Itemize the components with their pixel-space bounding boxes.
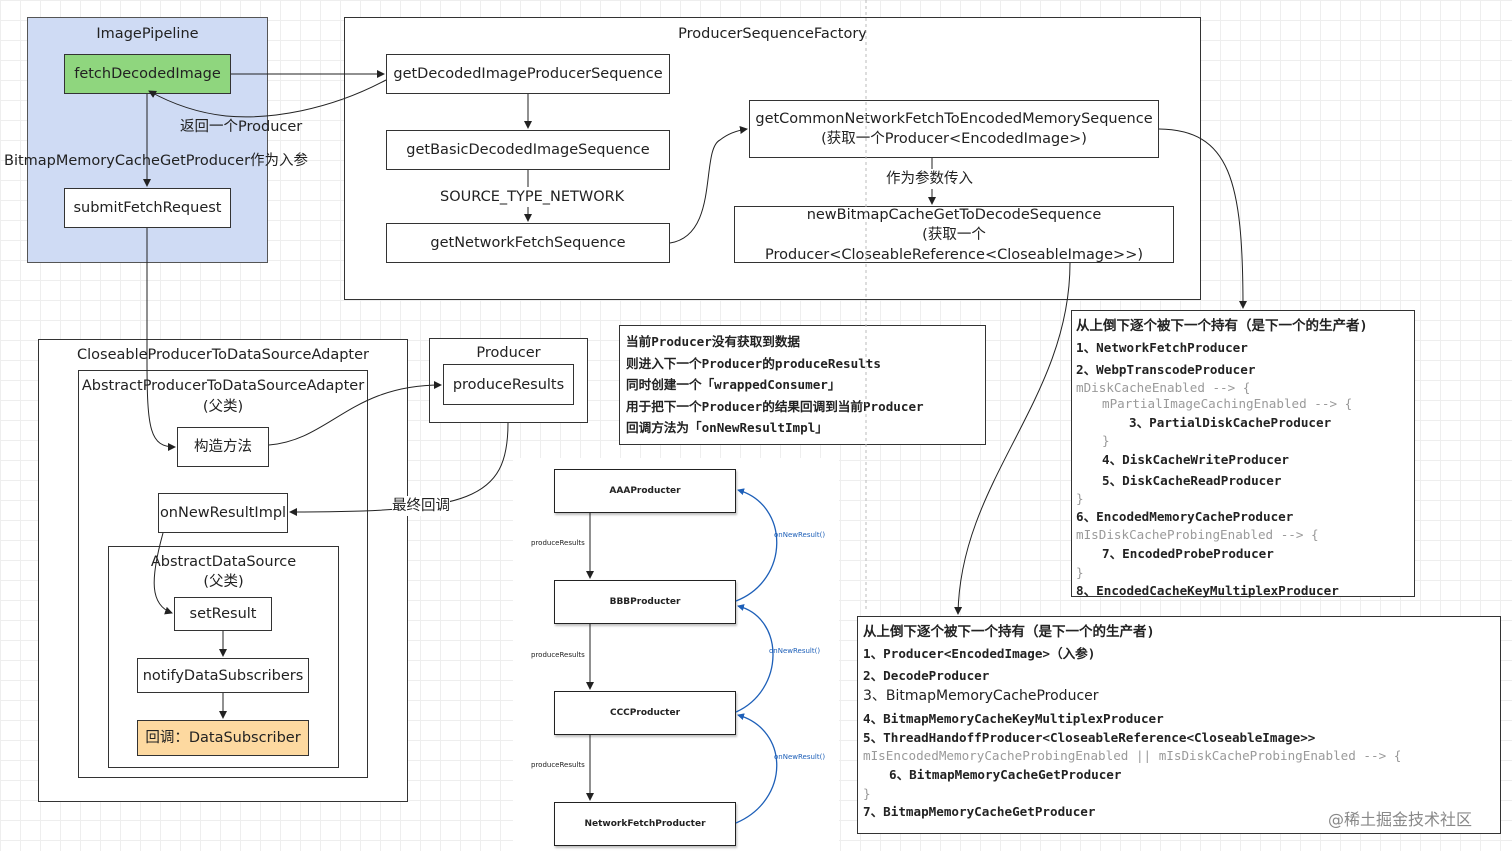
constructor-box: 构造方法: [177, 427, 269, 467]
label-source-type-network: SOURCE_TYPE_NETWORK: [440, 187, 625, 207]
bitmap-list-line-2: 2、DecodeProducer: [863, 667, 990, 683]
encoded-list-line-5: 5、DiskCacheReadProducer: [1102, 473, 1282, 488]
get-common-network-fetch-box: getCommonNetworkFetchToEncodedMemorySequ…: [749, 100, 1159, 158]
get-common-network-fetch-line2: (获取一个Producer<EncodedImage>): [821, 131, 1087, 147]
abstract-data-source-title: AbstractDataSource: [150, 554, 297, 570]
get-network-fetch-sequence-box: getNetworkFetchSequence: [386, 223, 670, 263]
encoded-list-line-2: 2、WebpTranscodeProducer: [1076, 361, 1256, 377]
arrow-onnewresult-to-setresult: [153, 532, 173, 615]
new-bitmap-cache-get-line1: newBitmapCacheGetToDecodeSequence: [806, 206, 1102, 223]
watermark: @稀土掘金技术社区: [1328, 810, 1473, 829]
encoded-list-line-8: 8、EncodedCacheKeyMultiplexProducer: [1076, 583, 1339, 598]
note-line-2: 则进入下一个Producer的produceResults: [626, 355, 881, 371]
note-box: 当前Producer没有获取到数据 则进入下一个Producer的produce…: [619, 325, 986, 445]
bitmap-list-line-4: 4、BitmapMemoryCacheKeyMultiplexProducer: [863, 710, 1164, 726]
abstract-adapter-sub: (父类): [202, 399, 244, 415]
on-new-result-impl-box: onNewResultImpl: [158, 493, 288, 533]
abstract-adapter-title: AbstractProducerToDataSourceAdapter: [81, 378, 365, 394]
note-line-1: 当前Producer没有获取到数据: [626, 334, 801, 349]
chain-callback-arc-2: [735, 604, 774, 713]
bitmap-list-line-6: 6、BitmapMemoryCacheGetProducer: [889, 767, 1122, 782]
produce-results-box: produceResults: [443, 364, 574, 405]
producer-chain-diagram: [513, 458, 839, 851]
producer-title: Producer: [476, 345, 541, 361]
chain-produce-label-3: produceResults: [531, 761, 585, 769]
encoded-list-cond-1: mDiskCacheEnabled --> {: [1076, 380, 1251, 395]
new-bitmap-cache-get-line2: (获取一个Producer<CloseableReference<Closeab…: [764, 226, 1143, 263]
label-return-producer: 返回一个Producer: [180, 119, 303, 135]
chain-produce-label-2: produceResults: [531, 651, 585, 659]
chain-callback-label-2: onNewResult(): [769, 647, 821, 655]
get-decoded-image-producer-sequence-box: getDecodedImageProducerSequence: [386, 54, 670, 94]
encoded-list-cond-3: mIsDiskCacheProbingEnabled --> {: [1076, 527, 1319, 542]
encoded-list-line-4: 4、DiskCacheWriteProducer: [1102, 452, 1289, 467]
chain-callback-label-3: onNewResult(): [774, 753, 826, 761]
bitmap-list-cond-close: }: [863, 786, 871, 801]
arrow-produce-to-onnewresult: [289, 422, 509, 516]
bitmap-producer-list-box: 从上倒下逐个被下一个持有（是下一个的生产者) 1、Producer<Encode…: [857, 616, 1501, 834]
bitmap-list-title: 从上倒下逐个被下一个持有（是下一个的生产者): [863, 624, 1155, 640]
encoded-list-line-6: 6、EncodedMemoryCacheProducer: [1076, 509, 1294, 524]
chain-producer-ccc: CCCProducter: [554, 691, 736, 735]
label-param-passed: 作为参数传入: [886, 169, 973, 189]
new-bitmap-cache-get-box: newBitmapCacheGetToDecodeSequence (获取一个P…: [734, 206, 1174, 263]
chain-callback-arc-1: [735, 488, 778, 602]
set-result-box: setResult: [174, 597, 272, 631]
bitmap-list-cond-1: mIsEncodedMemoryCacheProbingEnabled || m…: [863, 748, 1402, 763]
encoded-list-title: 从上倒下逐个被下一个持有（是下一个的生产者): [1076, 318, 1368, 334]
arrow-network-to-common: [669, 126, 748, 244]
note-line-5: 回调方法为「onNewResultImpl」: [626, 420, 828, 435]
chain-producer-network-fetch: NetworkFetchProducter: [554, 802, 736, 846]
encoded-list-cond-close-3: }: [1076, 565, 1084, 580]
bitmap-list-line-3: 3、BitmapMemoryCacheProducer: [863, 688, 1099, 704]
encoded-producer-list-box: 从上倒下逐个被下一个持有（是下一个的生产者) 1、NetworkFetchPro…: [1071, 310, 1415, 598]
arrow-submit-to-constructor: [146, 228, 176, 451]
closeable-adapter-title: CloseableProducerToDataSourceAdapter: [76, 347, 369, 363]
get-basic-decoded-image-sequence-box: getBasicDecodedImageSequence: [386, 130, 670, 170]
image-pipeline-title: ImagePipeline: [96, 26, 199, 42]
label-bitmap-param: BitmapMemoryCacheGetProducer作为入参: [4, 153, 309, 169]
bitmap-list-line-5: 5、ThreadHandoffProducer<CloseableReferen…: [863, 730, 1316, 745]
arrow-newbitmap-to-bitmap-list: [954, 262, 1071, 615]
chain-callback-label-1: onNewResult(): [774, 531, 826, 539]
producer-sequence-factory-title: ProducerSequenceFactory: [678, 26, 867, 42]
arrow-return-producer: [148, 79, 387, 118]
chain-produce-label-1: produceResults: [531, 539, 585, 547]
bitmap-list-line-7: 7、BitmapMemoryCacheGetProducer: [863, 804, 1096, 819]
encoded-list-cond-2: mPartialImageCachingEnabled --> {: [1102, 396, 1353, 411]
callback-data-subscriber-box: 回调：DataSubscriber: [137, 720, 309, 756]
encoded-list-cond-close-2: }: [1076, 491, 1084, 506]
note-line-3: 同时创建一个「wrappedConsumer」: [626, 377, 841, 392]
bitmap-list-line-1: 1、Producer<EncodedImage>（入参): [863, 646, 1096, 661]
fetch-decoded-image-box: fetchDecodedImage: [64, 54, 231, 94]
chain-callback-arc-3: [735, 713, 778, 824]
chain-producer-bbb: BBBProducter: [554, 580, 736, 624]
encoded-list-cond-close-1: }: [1102, 433, 1110, 448]
encoded-list-line-3: 3、PartialDiskCacheProducer: [1129, 415, 1332, 430]
chain-producer-aaa: AAAProducter: [554, 469, 736, 513]
get-common-network-fetch-line1: getCommonNetworkFetchToEncodedMemorySequ…: [755, 111, 1153, 127]
notify-data-subscribers-box: notifyDataSubscribers: [137, 658, 309, 693]
arrow-constructor-to-produce: [268, 381, 442, 446]
encoded-list-line-1: 1、NetworkFetchProducer: [1076, 340, 1248, 355]
arrow-common-to-encoded-list: [1158, 128, 1247, 309]
note-line-4: 用于把下一个Producer的结果回调到当前Producer: [626, 398, 924, 414]
label-final-callback: 最终回调: [392, 496, 450, 516]
encoded-list-line-7: 7、EncodedProbeProducer: [1102, 546, 1274, 561]
abstract-data-source-sub: (父类): [203, 574, 244, 590]
submit-fetch-request-box: submitFetchRequest: [64, 188, 231, 228]
